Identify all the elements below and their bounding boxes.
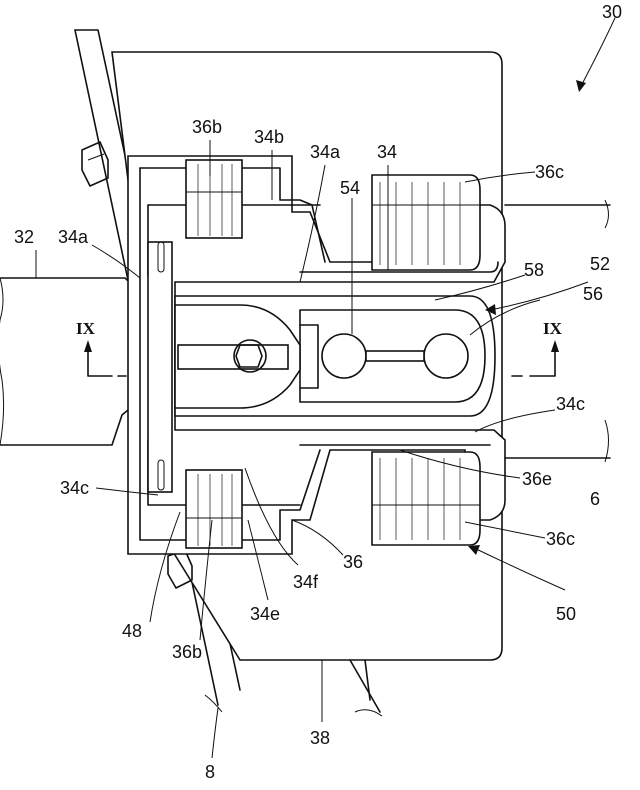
label-34c-left: 34c	[60, 478, 89, 498]
label-34: 34	[377, 142, 397, 162]
label-58: 58	[524, 260, 544, 280]
clip-36c-bottom	[371, 451, 481, 546]
rail-34a	[147, 241, 173, 493]
reference-labels: 30 32 34a 36b 34b 34a 34 36c 54 58 52 56…	[14, 2, 622, 782]
label-56: 56	[583, 284, 603, 304]
panel-32	[0, 277, 141, 446]
label-ix-left: IX	[76, 319, 96, 338]
label-34e: 34e	[250, 604, 280, 624]
section-marker-left	[84, 340, 127, 377]
label-34a-left: 34a	[58, 227, 89, 247]
clip-36b-bottom	[185, 469, 243, 549]
label-8: 8	[205, 762, 215, 782]
hole-54	[321, 333, 367, 379]
label-48: 48	[122, 621, 142, 641]
label-34a-top: 34a	[310, 142, 341, 162]
label-34f: 34f	[293, 572, 319, 592]
panel-6	[504, 199, 611, 463]
label-38: 38	[310, 728, 330, 748]
leader-lines	[35, 140, 556, 759]
lever	[174, 304, 301, 409]
hole-56	[423, 333, 469, 379]
label-36b-bottom: 36b	[172, 642, 202, 662]
label-34b: 34b	[254, 127, 284, 147]
label-36: 36	[343, 552, 363, 572]
label-30: 30	[602, 2, 622, 22]
section-marker-right	[511, 340, 559, 377]
label-36c-top: 36c	[535, 162, 564, 182]
label-34c-right: 34c	[556, 394, 585, 414]
label-50: 50	[556, 604, 576, 624]
reference-arrows	[468, 17, 616, 591]
label-36c-bottom: 36c	[546, 529, 575, 549]
label-32: 32	[14, 227, 34, 247]
clip-36b-top	[185, 159, 243, 239]
label-36e: 36e	[522, 469, 552, 489]
bolt-top	[81, 141, 109, 187]
label-ix-right: IX	[543, 319, 563, 338]
label-36b-top: 36b	[192, 117, 222, 137]
clip-36c-top	[371, 174, 481, 271]
label-6: 6	[590, 489, 600, 509]
label-54: 54	[340, 178, 360, 198]
label-52: 52	[590, 254, 610, 274]
